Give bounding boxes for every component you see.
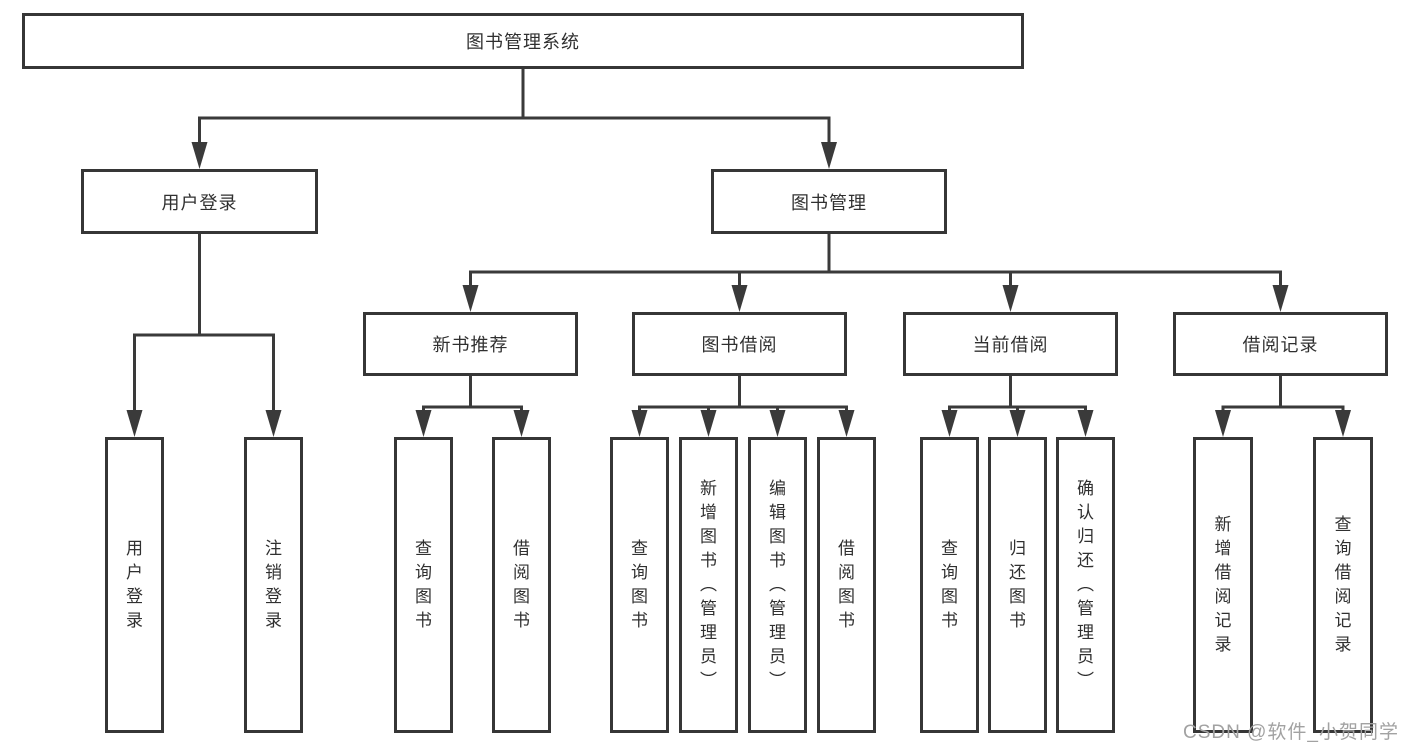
leaf-add-book-admin: 新 增 图 书 ︵ 管 理 员 ︶ xyxy=(679,437,738,733)
leaf-return-books: 归 还 图 书 xyxy=(988,437,1047,733)
node-user-login: 用户登录 xyxy=(81,169,318,234)
node-current-borrow: 当前借阅 xyxy=(903,312,1118,376)
leaf-user-login: 用 户 登 录 xyxy=(105,437,164,733)
leaf-borrow-books: 借 阅 图 书 xyxy=(817,437,876,733)
node-book-borrow: 图书借阅 xyxy=(632,312,847,376)
node-new-book-recommend: 新书推荐 xyxy=(363,312,578,376)
leaf-query-books-recommend: 查 询 图 书 xyxy=(394,437,453,733)
leaf-logout: 注 销 登 录 xyxy=(244,437,303,733)
leaf-confirm-return-admin: 确 认 归 还 ︵ 管 理 员 ︶ xyxy=(1056,437,1115,733)
node-borrow-records: 借阅记录 xyxy=(1173,312,1388,376)
leaf-query-books-current: 查 询 图 书 xyxy=(920,437,979,733)
leaf-add-borrow-record: 新 增 借 阅 记 录 xyxy=(1193,437,1253,733)
node-library-management-system: 图书管理系统 xyxy=(22,13,1024,69)
leaf-query-books-borrow: 查 询 图 书 xyxy=(610,437,669,733)
node-book-management: 图书管理 xyxy=(711,169,947,234)
leaf-query-borrow-record: 查 询 借 阅 记 录 xyxy=(1313,437,1373,733)
leaf-edit-book-admin: 编 辑 图 书 ︵ 管 理 员 ︶ xyxy=(748,437,807,733)
leaf-borrow-books-recommend: 借 阅 图 书 xyxy=(492,437,551,733)
watermark: CSDN @软件_小贺同学 xyxy=(1183,722,1399,743)
